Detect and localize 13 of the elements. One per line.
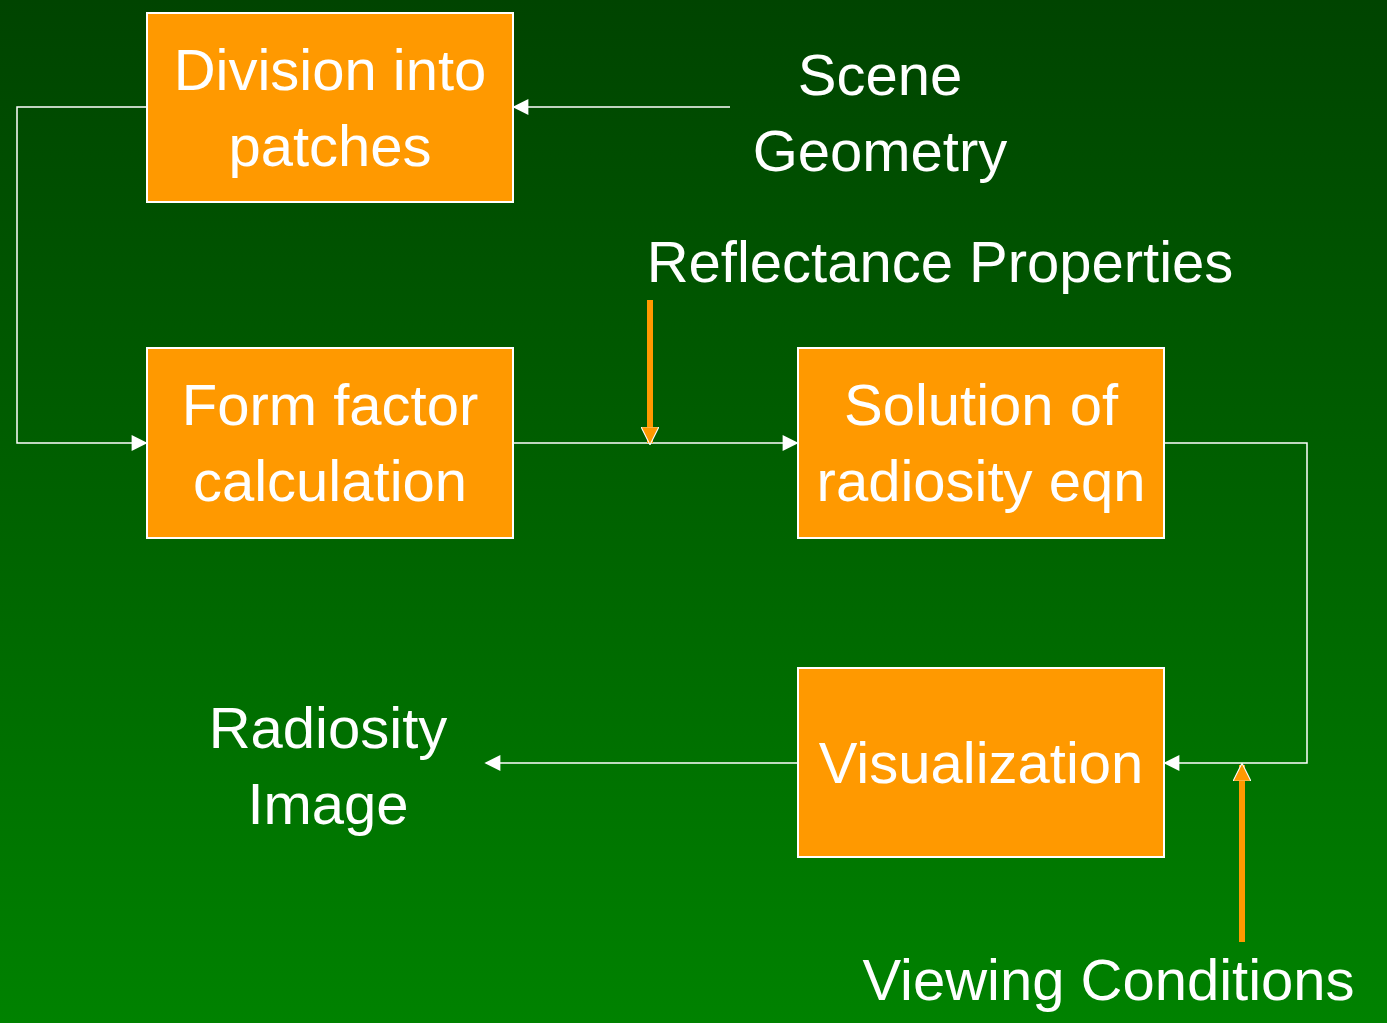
process-box: Form factor calculation: [146, 347, 514, 539]
process-box: Division into patches: [146, 12, 514, 203]
arrow: [640, 300, 660, 446]
arrow: [1232, 762, 1252, 942]
text-label: Viewing Conditions: [830, 942, 1387, 1018]
text-label: Radiosity Image: [170, 690, 486, 842]
arrow: [484, 755, 798, 771]
arrow: [513, 435, 799, 451]
text-label: Reflectance Properties: [600, 224, 1280, 300]
arrow: [16, 106, 148, 451]
process-box: Solution of radiosity eqn: [797, 347, 1165, 539]
text-label: Scene Geometry: [730, 38, 1030, 188]
process-box: Visualization: [797, 667, 1165, 858]
